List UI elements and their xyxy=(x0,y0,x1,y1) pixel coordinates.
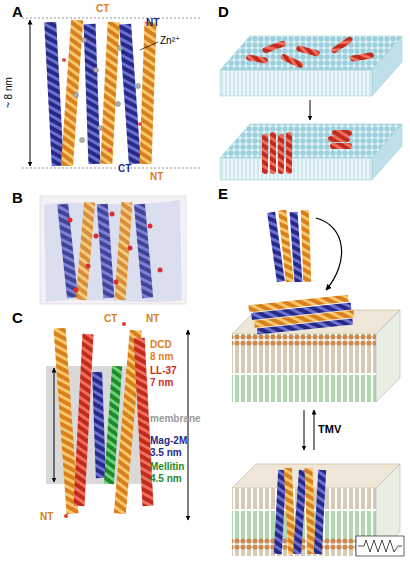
terminus-label: NT xyxy=(146,18,159,28)
panel-d-art xyxy=(220,36,402,180)
panel-e-art xyxy=(232,210,404,556)
panel-letter: D xyxy=(218,4,229,19)
panel-letter: E xyxy=(218,186,228,201)
panel-a-art xyxy=(22,18,200,168)
panel-letter: C xyxy=(12,310,23,325)
peptide-name: DCD xyxy=(150,340,172,350)
peptide-name: Mellitin xyxy=(150,462,184,472)
terminus-label: CT xyxy=(104,314,117,324)
terminus-label: NT xyxy=(150,172,163,182)
dimension: 8 nm xyxy=(150,352,173,362)
panel-letter: A xyxy=(12,4,23,19)
dimension: 4.5 nm xyxy=(150,474,182,484)
panel-b-art xyxy=(40,196,186,304)
dimension: ~ 8 nm xyxy=(4,77,14,108)
terminus-label: CT xyxy=(96,4,109,14)
membrane-label: membrane xyxy=(150,414,201,424)
peptide-name: Mag-2M xyxy=(150,436,187,446)
dimension: 7 nm xyxy=(150,378,173,388)
mechanism-label: TMV xyxy=(318,424,341,435)
terminus-label: CT xyxy=(118,164,131,174)
ion-label: Zn²⁺ xyxy=(160,36,180,46)
terminus-label: NT xyxy=(146,314,159,324)
dimension: 3.5 nm xyxy=(150,448,182,458)
terminus-label: NT xyxy=(40,512,53,522)
peptide-name: LL-37 xyxy=(150,366,177,376)
panel-letter: B xyxy=(12,190,23,205)
